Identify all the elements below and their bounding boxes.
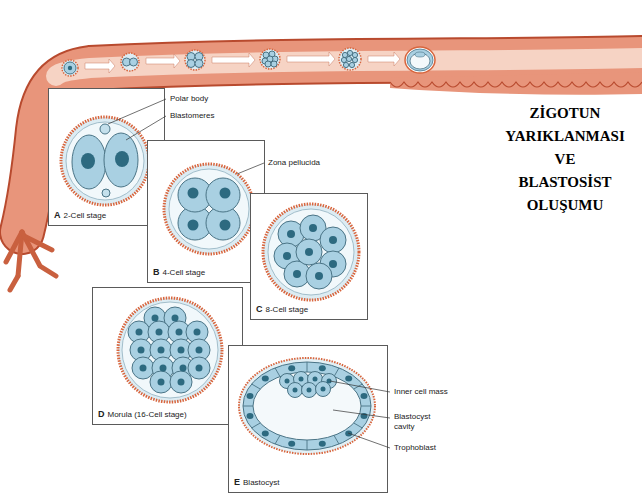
panel-label: EBlastocyst: [234, 474, 279, 488]
panel-label: C8-Cell stage: [256, 301, 308, 315]
panel-caption: Blastocyst: [243, 478, 279, 487]
callout-label-box: Zona pellucida: [268, 158, 320, 168]
morula-embryo: [93, 288, 244, 426]
panel-letter: C: [256, 304, 263, 314]
callout-label: Blastocyst cavity: [394, 412, 430, 431]
callout-label-box: Inner cell mass: [394, 387, 448, 397]
stage-panel: C8-Cell stage: [250, 193, 368, 320]
panel-letter: B: [153, 267, 160, 277]
panel-caption: Morula (16-Cell stage): [108, 410, 187, 419]
panel-caption: 2-Cell stage: [64, 211, 107, 220]
panel-letter: A: [54, 210, 61, 220]
callout-label-box: Polar body: [170, 94, 208, 104]
panel-label: B4-Cell stage: [153, 264, 205, 278]
panel-letter: D: [98, 409, 105, 419]
callout-label: Blastomeres: [170, 111, 214, 120]
panel-label: A2-Cell stage: [54, 207, 106, 221]
callout-label-box: Blastocyst cavity: [394, 412, 442, 432]
callout-label-box: Blastomeres: [170, 111, 214, 121]
panel-letter: E: [234, 477, 240, 487]
callout-label: Inner cell mass: [394, 387, 448, 396]
four-cell-embryo: [148, 141, 266, 284]
blastocyst-embryo: [229, 346, 389, 494]
panel-caption: 4-Cell stage: [163, 268, 206, 277]
stage-panel: B4-Cell stage: [147, 140, 265, 283]
panel-label: DMorula (16-Cell stage): [98, 406, 187, 420]
stage-panel: EBlastocyst: [228, 345, 388, 493]
panel-caption: 8-Cell stage: [266, 305, 309, 314]
diagram-title: ZİGOTUN YARIKLANMASI VE BLASTOSİST OLUŞU…: [490, 102, 640, 217]
callout-label: Trophoblast: [394, 443, 436, 452]
callout-label: Polar body: [170, 94, 208, 103]
eight-cell-embryo: [251, 194, 369, 321]
callout-label-box: Trophoblast: [394, 443, 436, 453]
callout-label: Zona pellucida: [268, 158, 320, 167]
stage-panel: DMorula (16-Cell stage): [92, 287, 243, 425]
